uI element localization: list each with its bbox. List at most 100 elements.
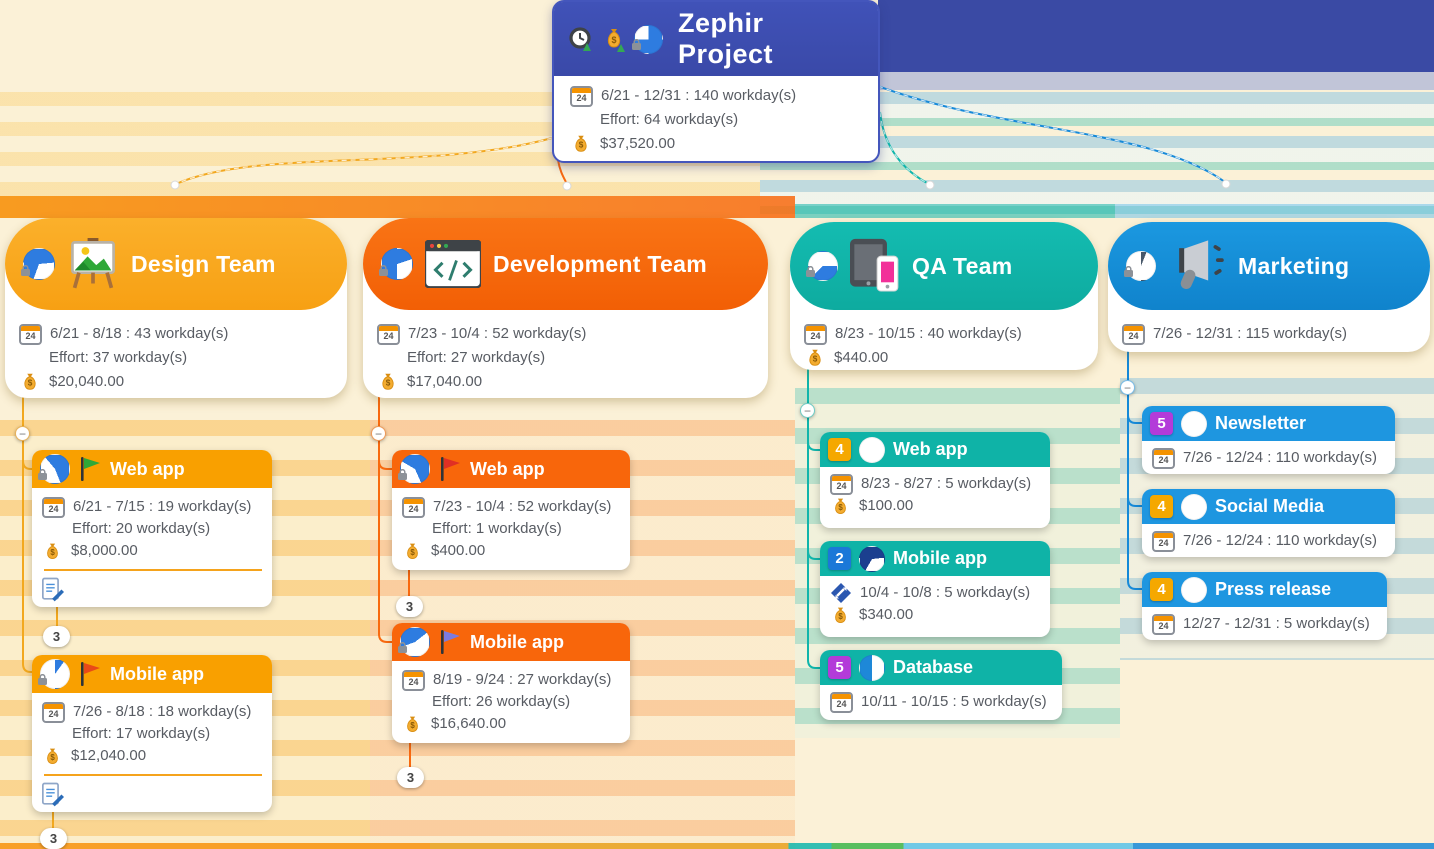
money-bag-icon: $: [19, 371, 41, 393]
progress-pie-lock-icon: [632, 24, 663, 54]
calendar-icon: 24: [804, 323, 827, 345]
collapsed-count-badge[interactable]: 3: [43, 626, 70, 647]
progress-pie-icon: [859, 436, 885, 463]
task-title: Web app: [110, 458, 185, 479]
task-header: Web app: [392, 450, 630, 488]
team-schedule: 7/23 - 10/4 : 52 workday(s): [408, 325, 587, 342]
task-title: Mobile app: [110, 663, 204, 684]
calendar-icon: 24: [830, 473, 853, 495]
task-title: Database: [893, 657, 974, 677]
priority-badge: 2: [828, 547, 851, 570]
task-title: Mobile app: [470, 631, 564, 652]
collapsed-count-badge[interactable]: 3: [40, 828, 67, 849]
task-header: Mobile app: [392, 623, 630, 661]
task-header: 5 Newsletter: [1142, 406, 1395, 441]
progress-pie-icon: [1181, 576, 1207, 603]
tablet-phone-icon: [850, 238, 900, 294]
task-cost: $16,640.00: [431, 715, 507, 732]
team-header: Design Team: [5, 218, 347, 310]
money-bag-icon: $: [42, 746, 63, 767]
task-title: Mobile app: [893, 548, 987, 568]
milestone-diamond-icon: [830, 582, 852, 604]
task-cost: $100.00: [859, 497, 914, 514]
root-node-title: Zephir Project: [678, 8, 774, 69]
easel-art-icon: [67, 236, 119, 292]
collapse-button-qa[interactable]: −: [800, 403, 815, 418]
progress-pie-lock-icon: [806, 251, 838, 281]
collapsed-count-badge[interactable]: 3: [397, 767, 424, 788]
task-header: 4 Press release: [1142, 572, 1387, 607]
progress-pie-lock-icon: [379, 248, 413, 280]
task-header: 5 Database: [820, 650, 1062, 685]
svg-text:$: $: [579, 141, 584, 150]
team-effort: Effort: 27 workday(s): [407, 349, 546, 366]
task-node-qa-mobile-app[interactable]: 2 Mobile app 10/4 - 10/8 : 5 workday(s) …: [820, 541, 1050, 637]
progress-pie-lock-icon: [38, 454, 70, 484]
money-bag-up-icon: $: [601, 26, 627, 52]
money-bag-icon: $: [804, 347, 826, 369]
money-bag-icon: $: [402, 714, 423, 735]
connector-endpoints: [170, 179, 1231, 191]
svg-text:$: $: [838, 503, 843, 512]
calendar-icon: 24: [402, 669, 425, 691]
task-schedule: 7/26 - 12/24 : 110 workday(s): [1183, 532, 1377, 549]
calendar-icon: 24: [1152, 530, 1175, 552]
svg-text:$: $: [386, 379, 391, 388]
task-schedule: 10/11 - 10/15 : 5 workday(s): [861, 693, 1047, 710]
task-header: Mobile app: [32, 655, 272, 693]
team-cost: $20,040.00: [49, 373, 125, 390]
task-body: 24 7/26 - 12/24 : 110 workday(s): [1142, 524, 1395, 552]
money-bag-icon: $: [377, 371, 399, 393]
collapse-button-marketing[interactable]: −: [1120, 380, 1135, 395]
note-icon[interactable]: [42, 782, 64, 807]
svg-text:$: $: [838, 612, 843, 621]
task-schedule: 6/21 - 7/15 : 19 workday(s): [73, 498, 252, 515]
root-node-zephir-project[interactable]: $ Zephir Project 24 6/21 - 12/31 : 140 w…: [552, 0, 880, 163]
collapse-button-design[interactable]: −: [15, 426, 30, 441]
collapsed-count-badge[interactable]: 3: [396, 596, 423, 617]
task-schedule: 8/23 - 8/27 : 5 workday(s): [861, 475, 1032, 492]
calendar-icon: 24: [1152, 447, 1175, 469]
collapse-button-development[interactable]: −: [371, 426, 386, 441]
team-schedule: 6/21 - 8/18 : 43 workday(s): [50, 325, 229, 342]
code-window-icon: [425, 240, 481, 288]
connectors-development: [378, 159, 568, 767]
progress-pie-lock-icon: [1124, 251, 1156, 281]
svg-text:$: $: [50, 753, 55, 762]
team-effort: Effort: 37 workday(s): [49, 349, 188, 366]
flag-icon: [78, 456, 102, 482]
megaphone-icon: [1168, 240, 1226, 292]
task-schedule: 7/23 - 10/4 : 52 workday(s): [433, 498, 612, 515]
task-title: Web app: [470, 458, 545, 479]
note-divider: [44, 774, 262, 776]
team-cost: $440.00: [834, 349, 889, 366]
money-bag-icon: $: [830, 605, 851, 626]
svg-text:$: $: [50, 548, 55, 557]
progress-pie-lock-icon: [398, 627, 430, 657]
note-icon[interactable]: [42, 577, 64, 602]
task-title: Newsletter: [1215, 413, 1307, 433]
svg-text:$: $: [410, 721, 415, 730]
svg-text:$: $: [410, 548, 415, 557]
